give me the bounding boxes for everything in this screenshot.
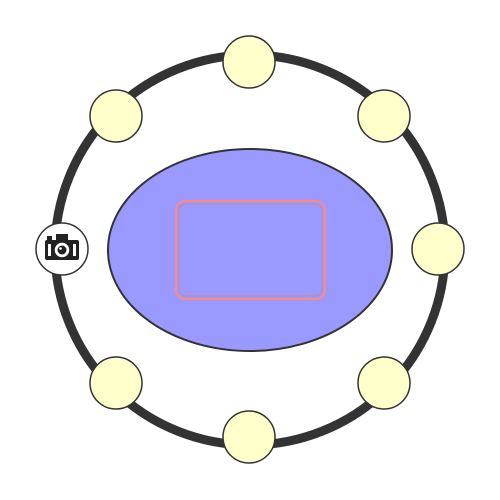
ring-node-circle[interactable] xyxy=(222,35,276,89)
center-card-slot-inner xyxy=(178,203,323,297)
ring-node-circle[interactable] xyxy=(89,89,143,143)
center-area[interactable] xyxy=(107,148,393,352)
ring-node-circle[interactable] xyxy=(357,89,411,143)
ring-node-circle[interactable] xyxy=(357,356,411,410)
ring-node-right[interactable] xyxy=(411,222,465,276)
ring-node-circle[interactable] xyxy=(411,222,465,276)
ring-node-top[interactable] xyxy=(222,35,276,89)
ring-nodes xyxy=(35,35,465,464)
ring-node-left[interactable] xyxy=(35,222,89,276)
ring-node-top-left[interactable] xyxy=(89,89,143,143)
ring-node-bottom[interactable] xyxy=(222,410,276,464)
ring-node-bottom-right[interactable] xyxy=(357,356,411,410)
camera-icon xyxy=(45,234,79,260)
ring-node-bottom-left[interactable] xyxy=(89,356,143,410)
ring-node-circle[interactable] xyxy=(222,410,276,464)
center-card-slot[interactable] xyxy=(175,200,326,300)
ring-node-circle[interactable] xyxy=(89,356,143,410)
ring-node-top-right[interactable] xyxy=(357,89,411,143)
